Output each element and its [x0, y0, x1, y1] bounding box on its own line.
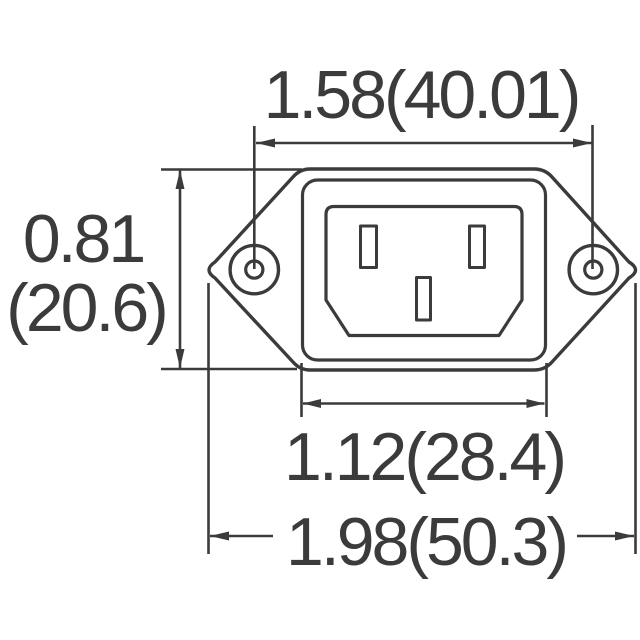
dimension-arrowheads-group: [175, 138, 634, 541]
arrowhead-body-width-right: [526, 399, 545, 408]
label-body-width: 1.12(28.4): [284, 419, 564, 495]
arrowhead-hole-spacing-left: [256, 138, 275, 148]
arrowhead-overall-left: [210, 531, 229, 541]
label-overall-width: 1.98(50.3): [286, 504, 566, 580]
pin-slot-left: [359, 224, 378, 269]
arrowhead-hole-spacing-right: [573, 138, 592, 148]
pin-slot-right: [468, 224, 486, 269]
label-flange-height-inch: 0.81: [23, 201, 144, 277]
dimension-lines-group: [161, 125, 637, 554]
socket-face-outline: [324, 204, 524, 338]
dimension-labels-group: 1.58(40.01) 0.81 (20.6) 1.12(28.4) 1.98(…: [6, 57, 581, 580]
arrowhead-height-top: [175, 170, 185, 189]
arrowhead-overall-right: [615, 531, 634, 541]
connector-outline-group: [207, 167, 638, 372]
arrowhead-body-width-left: [303, 399, 321, 408]
pin-slot-ground: [415, 276, 432, 322]
label-flange-height-mm: (20.6): [6, 270, 166, 346]
connector-body-outline: [300, 178, 548, 362]
arrowhead-height-bottom: [175, 349, 185, 368]
flange-outline: [207, 167, 638, 372]
label-mounting-hole-spacing: 1.58(40.01): [264, 57, 579, 133]
